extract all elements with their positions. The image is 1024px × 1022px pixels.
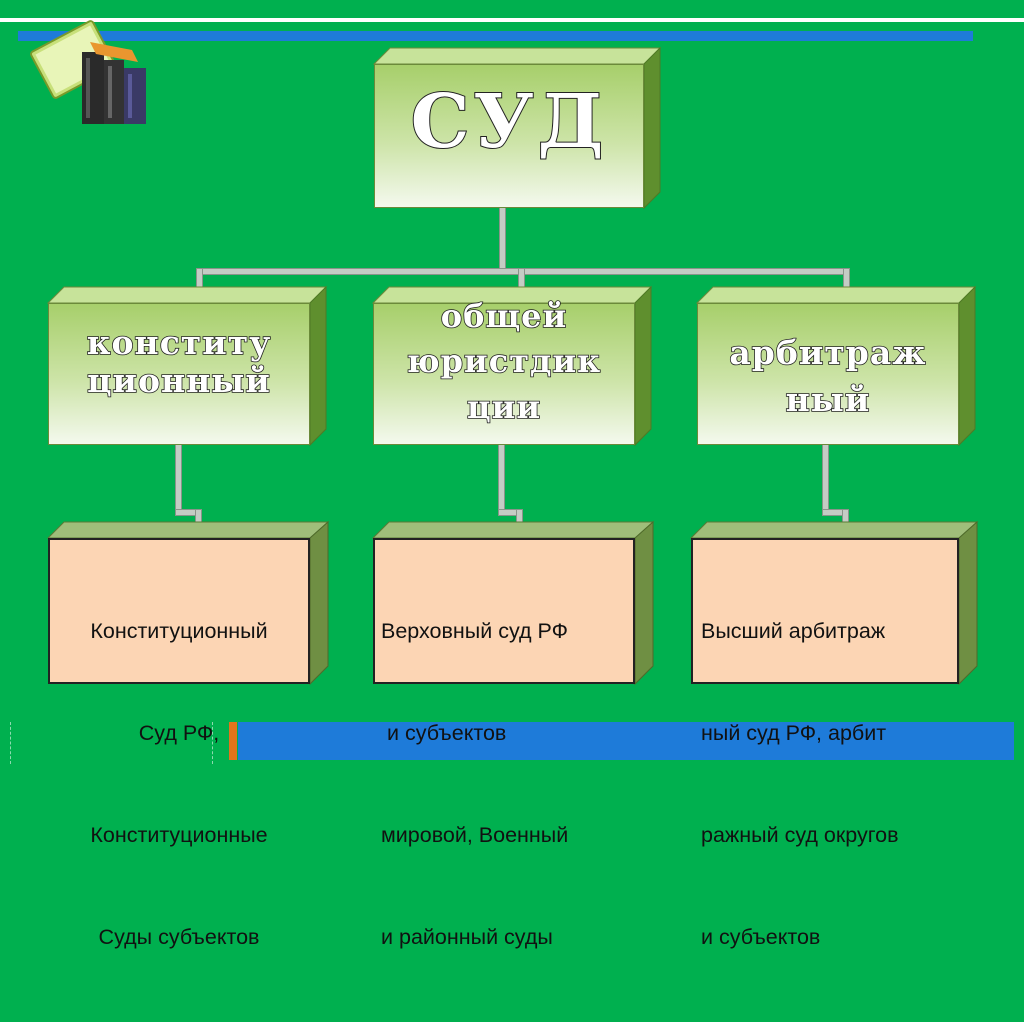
bottom-node-constitutional-courts: Конституционный Суд РФ, Конституционные … <box>46 520 330 949</box>
dashed-divider <box>10 722 11 764</box>
top-node-label: СУД <box>410 78 608 166</box>
middle-node-line: ции <box>466 387 542 427</box>
middle-node-line: юристдик <box>406 342 602 382</box>
middle-node-line: конститу <box>86 323 272 362</box>
bottom-orange-accent <box>229 722 237 760</box>
box-3d-sides <box>371 520 655 686</box>
connector-line <box>195 509 202 523</box>
bottom-blue-bar <box>238 722 1014 760</box>
top-white-rule <box>0 18 1024 22</box>
bottom-node-line: Верховный суд РФ <box>381 619 568 643</box>
connector-line <box>822 443 829 515</box>
middle-node-line: ный <box>785 379 871 420</box>
middle-node-general-jurisdiction: общей юристдик ции <box>371 285 653 447</box>
middle-node-line: ционный <box>86 360 271 400</box>
books-icon <box>30 20 146 124</box>
connector-line <box>175 443 182 515</box>
bottom-node-arbitration-courts: Высший арбитраж ный суд РФ, арбит ражный… <box>689 520 979 949</box>
dashed-divider <box>212 722 213 764</box>
box-3d-sides <box>695 285 977 447</box>
bottom-node-line: и субъектов <box>701 925 821 949</box>
bottom-node-line: ражный суд округов <box>701 823 899 847</box>
connector-line <box>516 509 523 523</box>
bottom-node-line: Суды субъектов <box>98 925 260 949</box>
bottom-node-line: и субъектов <box>381 721 507 745</box>
bottom-node-line: и районный суды <box>381 925 553 949</box>
box-3d-sides <box>46 520 330 686</box>
bottom-node-supreme-courts: Верховный суд РФ и субъектов мировой, Во… <box>371 520 655 949</box>
bottom-node-line: мировой, Военный <box>381 823 569 847</box>
middle-node-line: арбитраж <box>729 332 927 373</box>
bottom-node-line: Суд РФ, <box>138 721 220 745</box>
connector-line <box>498 443 505 515</box>
middle-node-constitutional: конститу ционный <box>46 285 328 447</box>
bottom-node-line: Высший арбитраж <box>701 619 886 643</box>
box-3d-sides <box>689 520 979 686</box>
bottom-node-line: ный суд РФ, арбит <box>701 721 887 745</box>
top-node-court: СУД <box>372 46 662 210</box>
connector-line <box>499 205 506 271</box>
bottom-node-line: Конституционный <box>90 619 268 643</box>
box-3d-sides <box>371 285 653 447</box>
middle-node-line: общей <box>440 296 568 336</box>
box-3d-sides <box>46 285 328 447</box>
connector-line <box>842 509 849 523</box>
middle-node-arbitration: арбитраж ный <box>695 285 977 447</box>
top-blue-rule <box>18 31 973 41</box>
bottom-node-line: Конституционные <box>90 823 268 847</box>
